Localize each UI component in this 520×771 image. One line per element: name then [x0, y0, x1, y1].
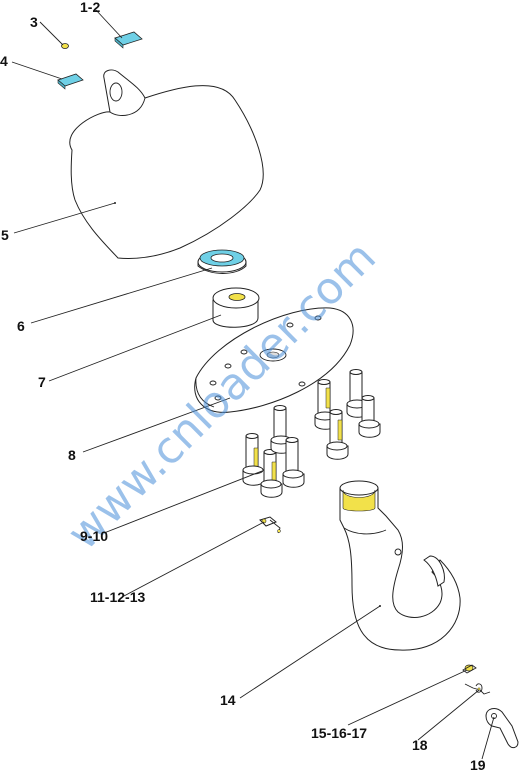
part-4-cyan-plate — [57, 73, 84, 90]
leader-11-12-13 — [123, 521, 265, 597]
leader-1-2 — [95, 9, 123, 39]
bolt — [260, 449, 283, 498]
bolt — [282, 437, 305, 488]
leader-15-16-17 — [347, 669, 468, 726]
callout-7: 7 — [38, 374, 46, 390]
leader-lines — [11, 9, 495, 760]
callout-9-10: 9-10 — [80, 528, 108, 544]
callout-14: 14 — [220, 692, 236, 708]
callout-4: 4 — [0, 53, 8, 69]
callout-15-16-17: 15-16-17 — [311, 725, 367, 741]
bolt — [242, 433, 265, 486]
callout-3: 3 — [30, 14, 38, 30]
leader-9-10 — [103, 470, 263, 534]
callout-labels: 1-2 3 4 5 6 7 8 9-10 11-12-13 14 15-16-1… — [0, 0, 486, 771]
leader-7 — [48, 314, 222, 382]
callout-5: 5 — [1, 227, 9, 243]
part-14-hook — [339, 480, 461, 651]
leader-3 — [39, 21, 64, 46]
part-5-hood — [69, 69, 264, 259]
leader-8 — [82, 397, 231, 453]
part-15-16-17-bolt — [462, 664, 477, 674]
watermark: www.cnloader.com — [58, 232, 386, 560]
leader-6 — [30, 267, 213, 324]
callout-8: 8 — [68, 447, 76, 463]
leader-4 — [11, 61, 63, 80]
callout-1-2: 1-2 — [80, 0, 100, 15]
callout-19: 19 — [470, 757, 486, 771]
callout-18: 18 — [412, 737, 428, 753]
part-1-2-cyan-plate — [114, 31, 143, 49]
leader-19 — [481, 716, 495, 760]
leader-18 — [417, 689, 480, 741]
part-9-10-bolts — [242, 369, 381, 498]
leader-5 — [13, 202, 116, 234]
part-6-bearing — [197, 249, 247, 274]
bolt — [358, 395, 381, 438]
leader-14 — [239, 605, 381, 699]
part-11-12-13-latch — [259, 516, 281, 534]
callout-11-12-13: 11-12-13 — [90, 589, 145, 605]
callout-6: 6 — [17, 318, 25, 334]
bolt — [326, 409, 349, 460]
part-7-collar — [212, 287, 260, 328]
part-8-plate — [194, 307, 354, 413]
part-18-spring — [464, 683, 491, 695]
